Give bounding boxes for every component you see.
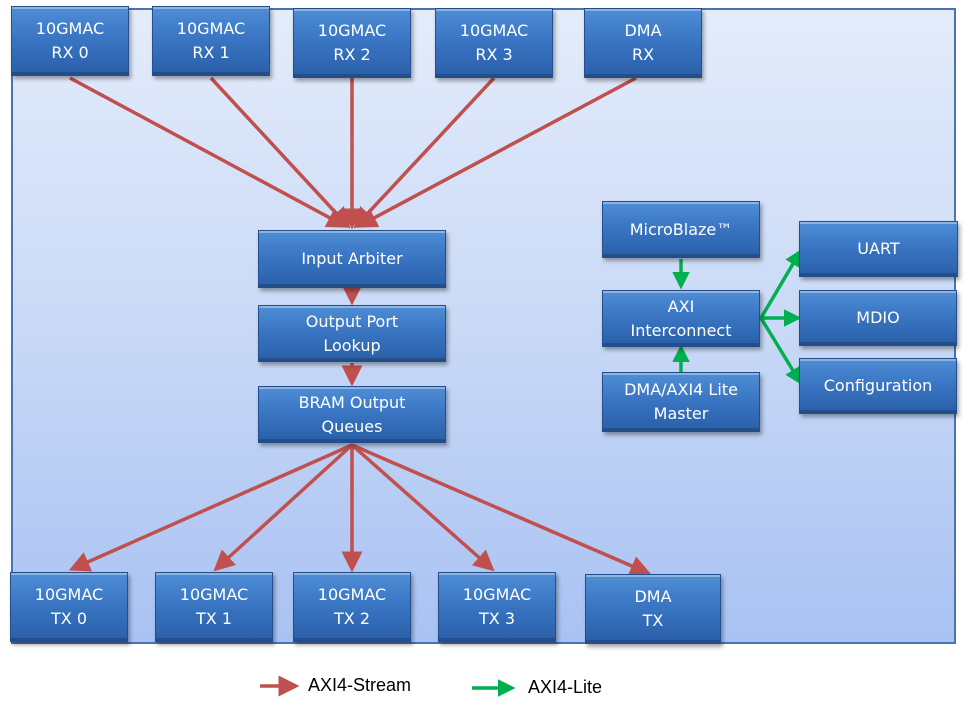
block-10gmac-tx2[interactable]: 10GMAC TX 2 [293,572,411,642]
block-10gmac-rx3[interactable]: 10GMAC RX 3 [435,8,553,78]
legend [260,675,516,697]
block-uart[interactable]: UART [799,221,958,277]
arrow-rx1-to-arbiter [209,76,351,229]
block-microblaze[interactable]: MicroBlaze™ [602,201,760,258]
block-input-arbiter[interactable]: Input Arbiter [258,230,446,288]
block-bram-output-queues[interactable]: BRAM Output Queues [258,386,446,443]
arrow-rx0-to-arbiter [69,76,349,228]
block-10gmac-rx0[interactable]: 10GMAC RX 0 [11,6,129,76]
block-10gmac-tx3[interactable]: 10GMAC TX 3 [438,572,556,642]
block-dma-rx[interactable]: DMA RX [584,8,702,78]
arrow-rx3-to-arbiter [353,76,496,229]
legend-stream-label: AXI4-Stream [308,675,412,695]
block-dma-axi4-lite-master[interactable]: DMA/AXI4 Lite Master [602,372,760,432]
block-10gmac-tx0[interactable]: 10GMAC TX 0 [10,572,128,642]
arrow-queues-to-tx0 [68,443,353,572]
block-dma-tx[interactable]: DMA TX [585,574,721,644]
block-10gmac-rx1[interactable]: 10GMAC RX 1 [152,6,270,76]
block-axi-interconnect[interactable]: AXI Interconnect [602,290,760,347]
block-10gmac-rx2[interactable]: 10GMAC RX 2 [293,8,411,78]
block-mdio[interactable]: MDIO [799,290,957,346]
arrow-queues-to-tx1 [213,443,354,572]
arrow-queues-to-tx3 [350,443,495,572]
arrow-axi-to-config [759,317,802,385]
block-configuration[interactable]: Configuration [799,358,957,414]
legend-lite-label: AXI4-Lite [528,677,603,697]
arrow-queues-to-dmatx [351,443,652,576]
arrow-axi-to-uart [759,248,802,319]
block-10gmac-tx1[interactable]: 10GMAC TX 1 [155,572,273,642]
arrow-dmarx-to-arbiter [355,76,637,228]
block-output-port-lookup[interactable]: Output Port Lookup [258,305,446,362]
